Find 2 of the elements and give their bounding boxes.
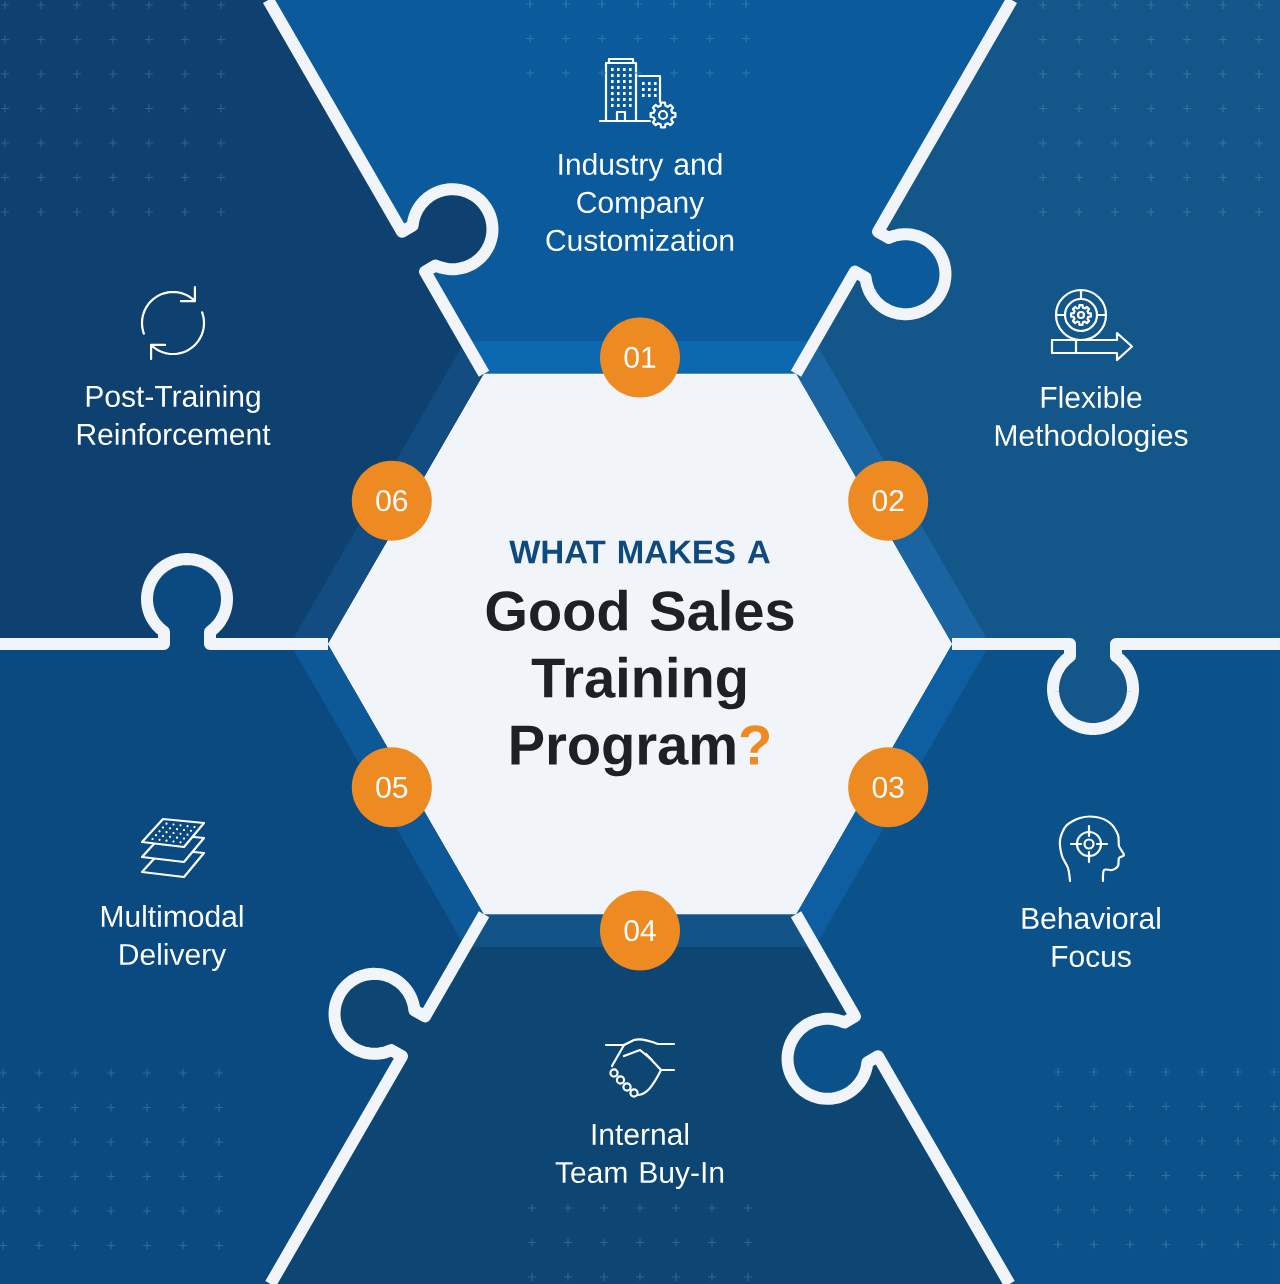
number-badge: 01 [600,317,680,398]
number-badge: 04 [600,890,680,971]
